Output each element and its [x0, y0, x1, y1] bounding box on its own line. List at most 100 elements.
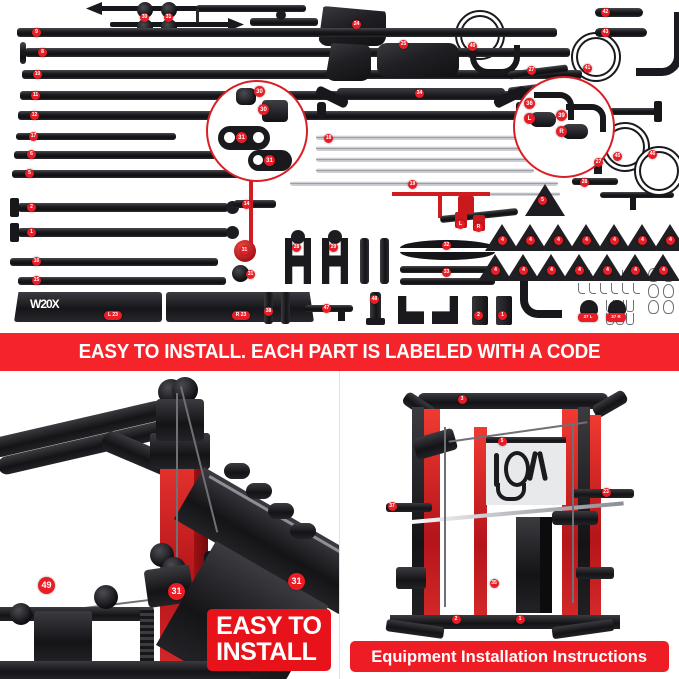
part-badge: 6 — [27, 150, 36, 159]
part-foot-beam — [18, 228, 228, 237]
part-curved-handle — [636, 12, 679, 76]
part-badge: 15 — [32, 276, 41, 285]
part-red-mount-block — [458, 196, 474, 214]
part-curved-tube-2 — [400, 252, 495, 260]
part-j-bracket-left — [398, 296, 424, 324]
part-j-hook-small — [578, 283, 585, 294]
part-badge: 18 — [324, 134, 333, 143]
easy-tag-line2: INSTALL — [216, 637, 317, 666]
part-badge: 12 — [30, 111, 39, 120]
easy-to-install-tag: EASY TO INSTALL — [207, 609, 331, 671]
part-carabiner — [648, 284, 659, 298]
part-carabiner — [663, 284, 674, 298]
equipment-instructions-tag: Equipment Installation Instructions — [349, 641, 669, 672]
part-frame-knob — [276, 10, 286, 20]
part-badge: 4 — [547, 266, 556, 275]
part-badge: 34 — [415, 89, 424, 98]
part-u-handle — [470, 45, 520, 75]
part-t-bracket-stem — [338, 310, 345, 321]
photo-left-lower-roller-1 — [10, 603, 32, 625]
rack-accessory-strap-1 — [493, 453, 499, 487]
part-badge: 37 R — [606, 313, 626, 322]
rack-accessory-ring — [503, 451, 530, 487]
part-post-b — [281, 292, 290, 324]
rack-low-support-left — [395, 567, 426, 589]
part-badge: 1 — [27, 228, 36, 237]
part-red-crossbar-2 — [438, 196, 442, 218]
part-badge: R 23 — [232, 311, 250, 320]
photo-left-panel-badge: 31 — [288, 573, 305, 590]
photo-left-badge-31: 31 — [168, 583, 185, 600]
part-j-hook-left — [580, 300, 598, 314]
photo-left-top-pulley-housing — [156, 399, 204, 441]
rack-low-support-right — [575, 567, 614, 579]
part-badge: 31 — [240, 246, 249, 255]
part-cable-handle-a — [92, 6, 217, 11]
rack-accessory-handle — [495, 483, 526, 501]
part-j-hook-small — [633, 283, 640, 294]
part-upright-short — [234, 200, 276, 208]
part-tube-b — [380, 238, 389, 284]
part-carabiner — [663, 300, 674, 314]
part-j-hook-small — [600, 283, 607, 294]
part-badge: 4 — [603, 266, 612, 275]
callout-badge: 31 — [264, 155, 275, 166]
part-badge: 24 — [352, 20, 361, 29]
rack-cable-left — [443, 427, 446, 607]
photo-left-base — [0, 661, 250, 679]
part-badge: 9 — [32, 28, 41, 37]
part-frame-cross-a — [250, 18, 318, 26]
part-hitch-pin — [626, 300, 634, 312]
part-badge: 2 — [474, 311, 483, 320]
part-badge: 45 — [613, 152, 622, 161]
parts-diagram-panel: 30 31 24 40 41 42 43 9 8 10 — [0, 0, 679, 333]
part-badge: R — [474, 223, 483, 232]
part-badge: 4 — [631, 266, 640, 275]
part-rail-top — [196, 5, 306, 12]
part-badge: 27 — [527, 66, 536, 75]
part-badge: 4 — [526, 236, 535, 245]
part-badge: 17 — [29, 132, 38, 141]
rack-weight-stack-shade — [539, 517, 552, 613]
part-badge: L — [456, 220, 465, 229]
part-badge: 11 — [31, 91, 40, 100]
rack-badge-foot-left: 2 — [451, 615, 461, 624]
part-j-hook-small — [622, 283, 629, 294]
part-long-beam — [14, 151, 219, 159]
part-notched-rail — [572, 178, 618, 185]
part-long-beam — [22, 70, 582, 79]
callout-badge: 30 — [258, 104, 269, 115]
part-collar-post — [370, 292, 381, 322]
part-chrome-bar — [316, 168, 534, 173]
part-chrome-bar — [290, 181, 558, 186]
part-bracket-eye-a — [291, 230, 305, 244]
part-seat-pad — [325, 43, 371, 81]
part-t-handle-bar — [600, 192, 674, 198]
install-banner: EASY TO INSTALL. EACH PART IS LABELED WI… — [0, 333, 679, 371]
part-badge: 5 — [25, 169, 34, 178]
part-badge: 40 — [468, 42, 477, 51]
part-badge: 25 — [399, 40, 408, 49]
part-long-beam — [16, 133, 176, 140]
part-carabiner — [648, 300, 659, 314]
part-hitch-pin — [626, 313, 634, 325]
part-cable-handle-a-grip — [86, 2, 102, 15]
part-long-beam — [18, 111, 598, 120]
part-j-bracket-right — [432, 296, 458, 324]
callout-badge: 31 — [236, 132, 247, 143]
part-badge: 8 — [38, 48, 47, 57]
part-collar-base — [366, 318, 385, 325]
part-tube-a — [360, 238, 369, 284]
photo-left-roller-b — [246, 483, 272, 499]
part-base-plate-left — [14, 292, 162, 322]
part-badge: 4 — [638, 236, 647, 245]
equipment-instructions-text: Equipment Installation Instructions — [371, 646, 648, 666]
part-foot-beam — [18, 203, 228, 212]
callout-sleeve-39 — [562, 124, 588, 139]
photo-left-roller-c — [268, 503, 294, 519]
callout-badge: L — [524, 113, 535, 124]
rack-badge-arm-right: 23 — [601, 488, 611, 497]
part-handle-bar-2 — [595, 28, 647, 37]
rack-back-panel-frame — [485, 437, 566, 443]
